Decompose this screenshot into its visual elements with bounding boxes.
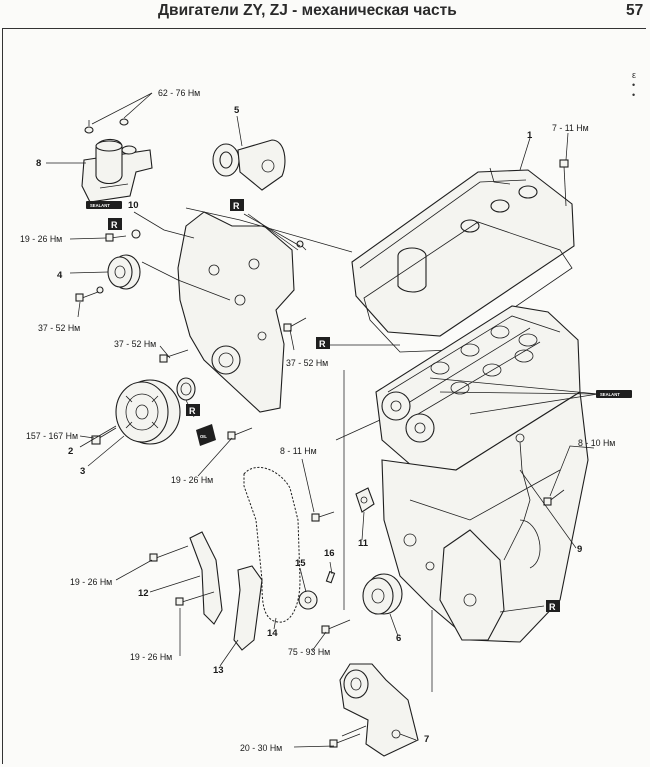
part-number: 6 — [396, 633, 401, 644]
r-marker: R — [186, 404, 200, 416]
part-number: 4 — [57, 270, 63, 281]
sealant-text-left: SEALANT — [90, 203, 110, 208]
torque-label: 8 - 11 Нм — [280, 446, 317, 456]
torque-labels: 62 - 76 Нм 7 - 11 Нм 19 - 26 Нм 37 - 52 … — [20, 88, 615, 753]
woodruff-key — [325, 570, 336, 584]
chain-tensioner-arm — [233, 565, 263, 651]
part-number: 14 — [267, 628, 278, 639]
torque-label: 19 - 26 Нм — [20, 234, 62, 244]
part-number: 12 — [138, 588, 149, 599]
camshaft-sprockets — [381, 391, 435, 443]
oil-seal — [176, 377, 196, 401]
torque-label: 62 - 76 Нм — [158, 88, 200, 98]
page-number: 57 — [626, 2, 644, 19]
cylinder-block — [381, 391, 589, 643]
torque-label: 20 - 30 Нм — [240, 743, 282, 753]
torque-label: 8 - 10 Нм — [578, 438, 615, 448]
page-title: Двигатели ZY, ZJ - механическая часть — [158, 2, 457, 19]
svg-text:R: R — [189, 406, 196, 416]
torque-label: 7 - 11 Нм — [552, 123, 589, 133]
torque-label: 37 - 52 Нм — [38, 323, 80, 333]
timing-cover — [177, 211, 295, 413]
torque-label: 37 - 52 Нм — [286, 358, 328, 368]
part-number: 13 — [213, 665, 224, 676]
r-marker: R — [316, 337, 330, 349]
timing-chain — [243, 466, 301, 623]
diagram-frame — [2, 28, 646, 764]
torque-label: 19 - 26 Нм — [70, 577, 112, 587]
part-number: 5 — [234, 105, 240, 116]
oil-text: OIL — [200, 434, 207, 439]
idler-pulley — [107, 254, 141, 290]
crank-sprocket — [298, 590, 318, 610]
r-markers: R R R R R — [108, 199, 560, 612]
svg-text:R: R — [111, 220, 118, 230]
hydraulic-tensioner — [355, 487, 375, 513]
bolts — [75, 159, 569, 748]
part-number: 8 — [36, 158, 41, 169]
part-number: 11 — [358, 538, 369, 549]
sealant-tube-left: SEALANT — [86, 201, 122, 209]
crankshaft-pulley — [115, 379, 181, 445]
part-numbers: 1 2 3 4 5 6 7 8 9 10 11 12 13 14 15 16 — [36, 105, 582, 745]
part-number: 1 — [527, 130, 533, 141]
accessory-bracket — [339, 663, 419, 757]
svg-text:R: R — [319, 339, 326, 349]
svg-text:R: R — [549, 602, 556, 612]
torque-label: 157 - 167 Нм — [26, 431, 78, 441]
r-marker: R — [108, 218, 122, 230]
r-marker: R — [546, 600, 560, 612]
chain-guide — [189, 531, 223, 625]
part-number: 7 — [424, 734, 429, 745]
edge-marks: ε•• — [632, 70, 637, 100]
part-number: 16 — [324, 548, 335, 559]
part-number: 15 — [295, 558, 306, 569]
part-number: 2 — [68, 446, 73, 457]
engine-mount — [81, 118, 153, 203]
torque-label: 37 - 52 Нм — [114, 339, 156, 349]
oil-dipstick — [503, 433, 531, 561]
oil-tag: OIL — [196, 424, 216, 446]
part-number: 9 — [577, 544, 582, 555]
crankshaft-damper — [362, 573, 403, 615]
part-number: 3 — [80, 466, 85, 477]
torque-label: 19 - 26 Нм — [130, 652, 172, 662]
page-header: Двигатели ZY, ZJ - механическая часть 57 — [0, 0, 650, 26]
sealant-text-right: SEALANT — [600, 392, 620, 397]
part-number: 10 — [128, 200, 139, 211]
sealant-tube-right: SEALANT — [596, 390, 632, 398]
torque-label: 75 - 93 Нм — [288, 647, 330, 657]
r-marker: R — [230, 199, 244, 211]
torque-label: 19 - 26 Нм — [171, 475, 213, 485]
leader-lines — [46, 92, 599, 748]
tensioner-pulley — [212, 139, 286, 191]
svg-text:R: R — [233, 201, 240, 211]
